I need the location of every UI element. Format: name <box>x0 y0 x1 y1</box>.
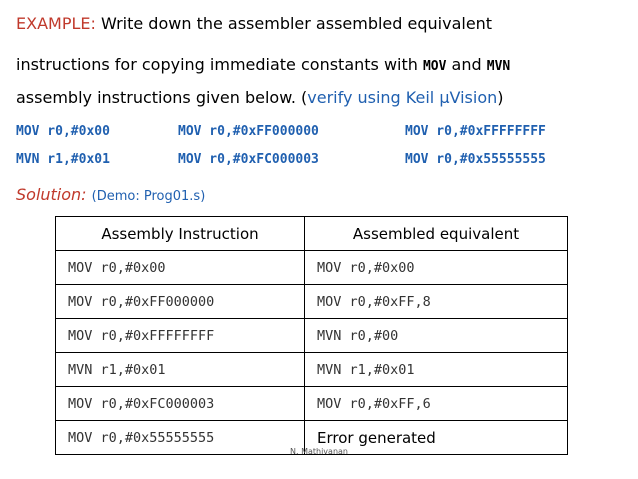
table-row: MOV r0,#0xFC000003 MOV r0,#0xFF,6 <box>55 386 568 421</box>
code-r0-c1: MOV r0,#0xFF000000 <box>178 124 319 139</box>
intro-text-2: instructions for copying immediate const… <box>16 55 423 74</box>
instruction-cell: MOV r0,#0xFC000003 <box>55 386 305 421</box>
header-assembled-equivalent: Assembled equivalent <box>304 216 568 251</box>
code-r0-c2: MOV r0,#0xFFFFFFFF <box>405 124 546 139</box>
mvn-keyword: MVN <box>486 59 511 74</box>
verify-text: verify using Keil μVision <box>307 88 498 107</box>
intro-line-2: instructions for copying immediate const… <box>16 55 510 77</box>
table-header-row: Assembly Instruction Assembled equivalen… <box>55 216 568 251</box>
code-r1-c2: MOV r0,#0x55555555 <box>405 152 546 167</box>
code-r1-c1: MOV r0,#0xFC000003 <box>178 152 319 167</box>
intro-text-3: assembly instructions given below. ( <box>16 88 308 107</box>
code-r1-c0: MVN r1,#0x01 <box>16 152 110 167</box>
table-row: MOV r0,#0xFF000000 MOV r0,#0xFF,8 <box>55 284 568 319</box>
example-label: EXAMPLE: <box>16 14 96 33</box>
table-row: MOV r0,#0xFFFFFFFF MVN r0,#00 <box>55 318 568 353</box>
instruction-cell: MOV r0,#0x00 <box>55 250 305 285</box>
equivalent-cell: MOV r0,#0x00 <box>304 250 568 285</box>
table-row: MOV r0,#0x55555555 Error generated <box>55 420 568 455</box>
instruction-cell: MOV r0,#0x55555555 <box>55 420 305 455</box>
and-text: and <box>446 55 487 74</box>
instruction-cell: MOV r0,#0xFF000000 <box>55 284 305 319</box>
table-row: MOV r0,#0x00 MOV r0,#0x00 <box>55 250 568 285</box>
header-assembly-instruction: Assembly Instruction <box>55 216 305 251</box>
equivalent-cell: MOV r0,#0xFF,8 <box>304 284 568 319</box>
equivalent-cell: MOV r0,#0xFF,6 <box>304 386 568 421</box>
table-row: MVN r1,#0x01 MVN r1,#0x01 <box>55 352 568 387</box>
solution-line: Solution: (Demo: Prog01.s) <box>16 185 205 207</box>
equivalent-cell: MVN r0,#00 <box>304 318 568 353</box>
solution-label: Solution: <box>16 185 87 204</box>
instruction-cell: MOV r0,#0xFFFFFFFF <box>55 318 305 353</box>
intro-line-3: assembly instructions given below. (veri… <box>16 88 504 108</box>
equivalent-cell: MVN r1,#0x01 <box>304 352 568 387</box>
error-cell: Error generated <box>304 420 568 455</box>
mov-keyword: MOV <box>422 59 447 74</box>
close-paren: ) <box>497 88 504 107</box>
code-r0-c0: MOV r0,#0x00 <box>16 124 110 139</box>
intro-text-1: Write down the assembler assembled equiv… <box>95 14 493 33</box>
instruction-table: Assembly Instruction Assembled equivalen… <box>55 216 568 455</box>
instruction-cell: MVN r1,#0x01 <box>55 352 305 387</box>
footer-author: N. Mathivanan <box>290 447 348 456</box>
intro-line-1: EXAMPLE: Write down the assembler assemb… <box>16 14 492 34</box>
demo-text: (Demo: Prog01.s) <box>91 189 206 204</box>
